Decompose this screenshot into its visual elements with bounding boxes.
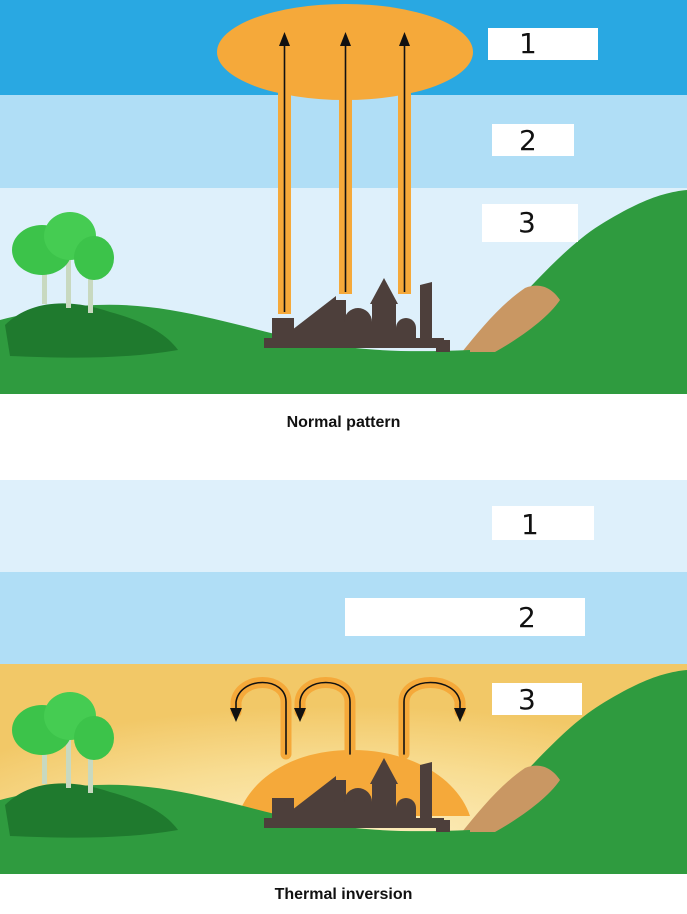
normal-label-box-2 — [492, 124, 574, 156]
normal-label-1: 1 — [519, 27, 537, 60]
inversion-label-box-1 — [492, 506, 594, 540]
thermal-inversion-caption: Thermal inversion — [274, 886, 413, 903]
normal-pattern-panel: 1 2 3 — [0, 0, 687, 394]
normal-label-box-3 — [482, 204, 578, 242]
rock — [462, 285, 560, 352]
inversion-label-box-2 — [345, 598, 585, 636]
inversion-label-box-3 — [492, 683, 582, 715]
city-skyline — [264, 278, 450, 352]
normal-pattern-caption: Normal pattern — [286, 414, 401, 431]
normal-label-3: 3 — [518, 206, 536, 239]
inversion-label-3: 3 — [518, 683, 536, 716]
rock — [462, 765, 560, 832]
ground-shrub — [5, 303, 178, 358]
inversion-label-2: 2 — [518, 601, 536, 634]
trapped-pollution-arrows — [230, 677, 466, 760]
thermal-inversion-panel: 1 2 3 — [0, 480, 687, 874]
rising-pollution-arrows — [278, 32, 411, 314]
normal-label-2: 2 — [519, 124, 537, 157]
trees — [12, 692, 114, 793]
trees — [12, 212, 114, 313]
city-skyline — [264, 758, 450, 832]
normal-label-box-1 — [488, 28, 598, 60]
inversion-label-1: 1 — [521, 508, 539, 541]
ground-shrub — [5, 783, 178, 838]
arrow-heads — [230, 708, 466, 722]
pollution-dome — [238, 750, 470, 816]
